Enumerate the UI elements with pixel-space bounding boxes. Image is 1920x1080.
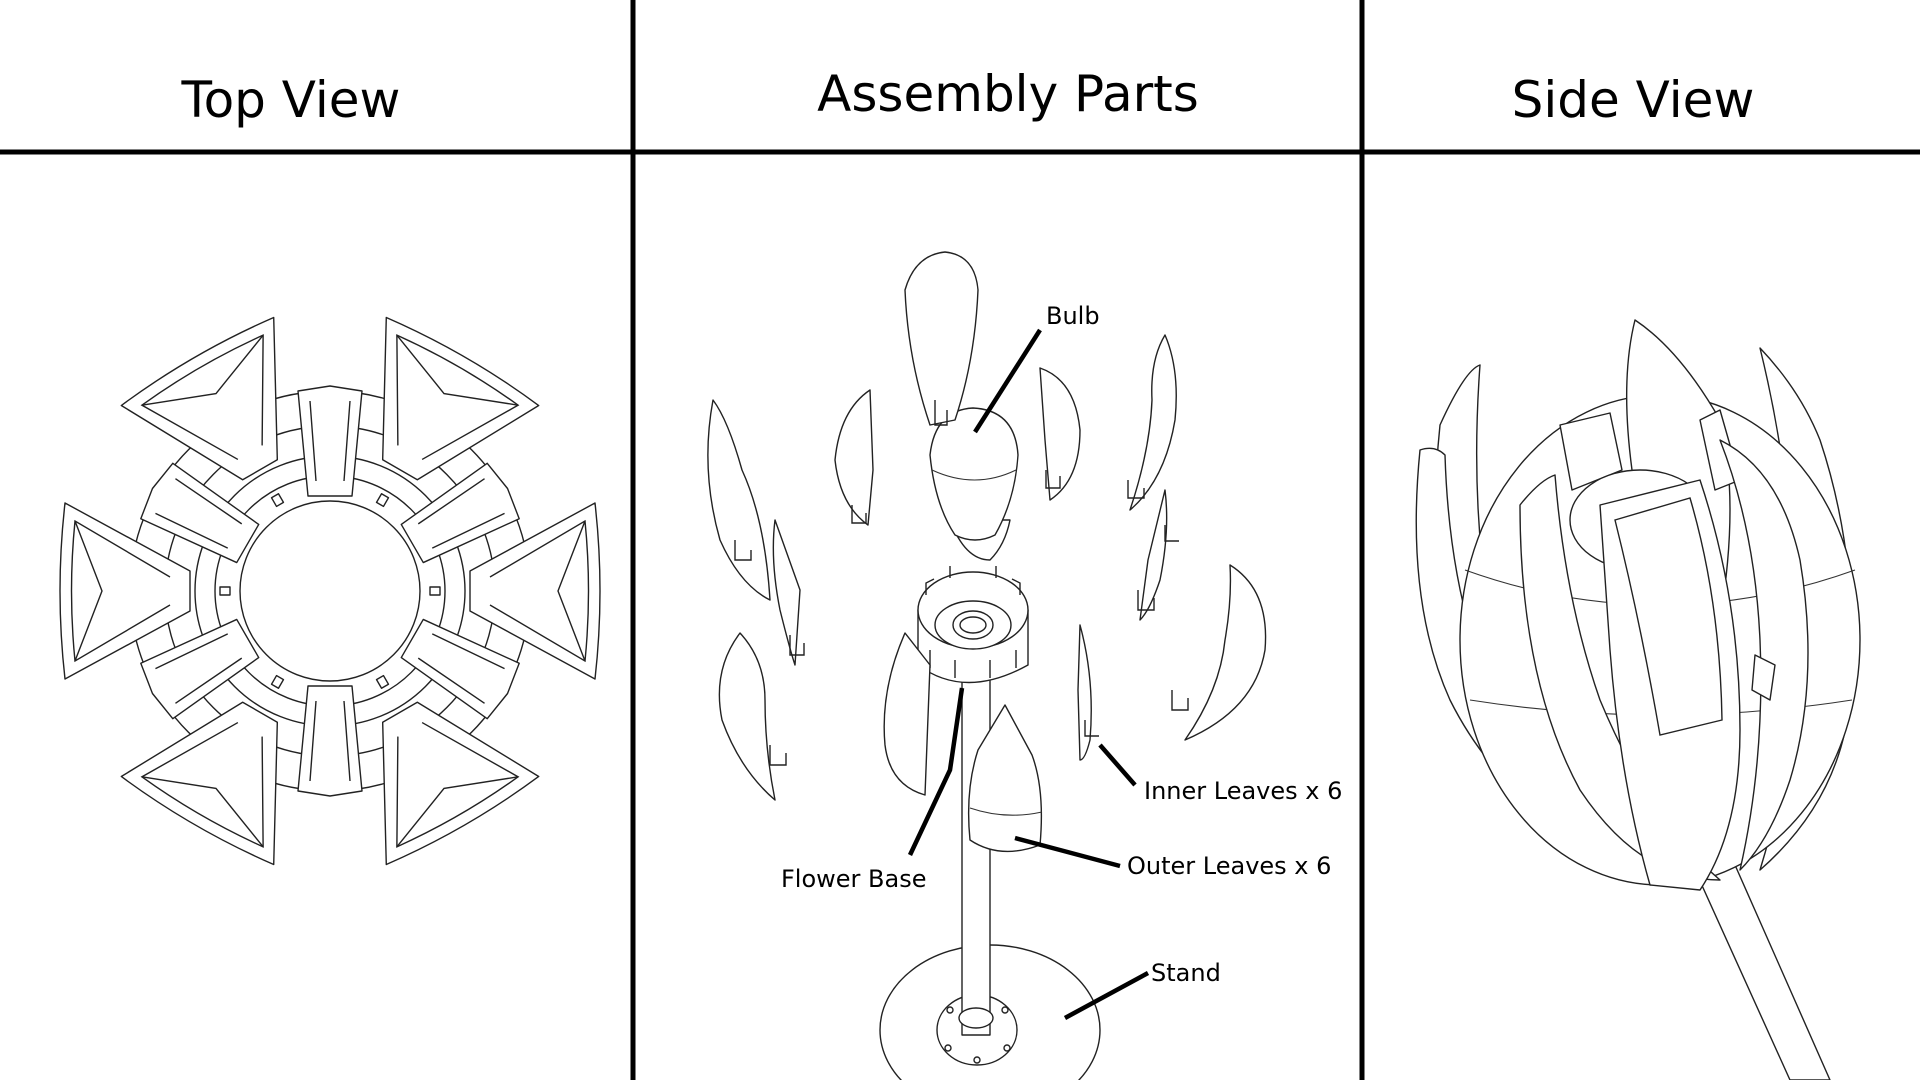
leaf-tab bbox=[851, 505, 867, 524]
top-outer-leaf bbox=[59, 502, 231, 680]
exploded-leaves bbox=[707, 334, 1267, 801]
stand-bolt-1 bbox=[946, 1006, 954, 1014]
top-inner-leaf bbox=[297, 685, 363, 797]
inner-leaf-exploded bbox=[1139, 489, 1168, 621]
stand-collar bbox=[958, 1007, 994, 1029]
stand-part bbox=[879, 659, 1101, 1080]
side-view-drawing bbox=[1415, 319, 1861, 1080]
leaf-tab bbox=[1084, 720, 1099, 737]
assembly-drawing: Bulb Inner Leaves x 6 Outer Leaves x 6 F… bbox=[707, 251, 1342, 1080]
stand-bolt-5 bbox=[973, 1056, 981, 1064]
stand-leader bbox=[1063, 971, 1150, 1020]
outer-leaf-exploded bbox=[883, 632, 931, 796]
stand-bolt-2 bbox=[1001, 1006, 1009, 1014]
leaf-tab bbox=[769, 745, 787, 766]
side-inner-leaf-1 bbox=[1559, 412, 1623, 491]
leaf-tab bbox=[1137, 590, 1155, 611]
inner-leaf-exploded bbox=[1039, 367, 1081, 501]
top-outer-leaf bbox=[429, 502, 601, 680]
flower-base-socket bbox=[952, 610, 994, 640]
top-inner-leaves bbox=[140, 385, 520, 797]
inner-leaves-leader bbox=[1098, 743, 1137, 787]
stand-bolt-3 bbox=[944, 1044, 952, 1052]
inner-leaf-exploded bbox=[772, 519, 801, 666]
top-outer-leaf bbox=[120, 674, 285, 866]
outer-leaf-front-band bbox=[969, 807, 1043, 816]
side-stem bbox=[1694, 864, 1831, 1080]
stand-bolt-4 bbox=[1003, 1044, 1011, 1052]
outer-leaf-exploded bbox=[718, 632, 776, 801]
top-ring-center bbox=[239, 500, 421, 682]
leaf-tab bbox=[1164, 525, 1179, 542]
flower-base-tabs bbox=[925, 566, 1021, 678]
leaf-tab bbox=[789, 635, 805, 656]
bulb-part bbox=[929, 407, 1019, 541]
side-view-title: Side View bbox=[1512, 71, 1755, 129]
top-view-title: Top View bbox=[181, 71, 401, 129]
top-inner-leaf bbox=[400, 462, 520, 564]
leaf-tab bbox=[1045, 470, 1061, 489]
stand-label: Stand bbox=[1151, 959, 1221, 987]
bulb-leader bbox=[973, 328, 1042, 434]
side-leaf-clip bbox=[1751, 654, 1776, 701]
flower-base-leader bbox=[907, 687, 965, 856]
outer-leaf-top-tab bbox=[934, 400, 948, 426]
outer-leaf-top bbox=[904, 251, 979, 426]
outer-leaf-exploded bbox=[1184, 564, 1267, 741]
inner-leaf-exploded bbox=[834, 389, 874, 526]
inner-leaves-label: Inner Leaves x 6 bbox=[1144, 777, 1342, 805]
top-outer-leaves bbox=[59, 316, 601, 866]
top-outer-leaf bbox=[375, 674, 540, 866]
leaf-tab bbox=[1171, 690, 1189, 711]
top-view-drawing bbox=[59, 316, 601, 866]
outer-leaf-exploded bbox=[707, 399, 771, 601]
side-leaf-front-center bbox=[1599, 479, 1741, 891]
side-leaf-front-right bbox=[1719, 439, 1809, 871]
top-inner-leaf bbox=[140, 462, 260, 564]
top-inner-leaf bbox=[297, 385, 363, 497]
leaf-tab bbox=[734, 540, 752, 561]
bulb-label: Bulb bbox=[1046, 302, 1100, 330]
inner-leaf-exploded bbox=[1077, 624, 1092, 761]
flower-base-part bbox=[917, 566, 1029, 684]
flower-base-label: Flower Base bbox=[781, 865, 927, 893]
outer-leaves-leader bbox=[1014, 835, 1121, 869]
outer-leaves-label: Outer Leaves x 6 bbox=[1127, 852, 1331, 880]
side-leaf-front-center-panel bbox=[1614, 497, 1723, 736]
bulb-body bbox=[929, 407, 1019, 541]
assembly-parts-title: Assembly Parts bbox=[817, 65, 1199, 123]
top-inner-leaf bbox=[140, 618, 260, 720]
top-inner-leaf bbox=[400, 618, 520, 720]
leaf-tab bbox=[1127, 480, 1145, 499]
outer-leaf-exploded bbox=[1129, 334, 1177, 511]
top-outer-leaf bbox=[375, 316, 540, 508]
top-outer-leaf bbox=[120, 316, 285, 508]
bulb-seam bbox=[931, 469, 1017, 481]
flower-base-hole bbox=[959, 616, 987, 634]
